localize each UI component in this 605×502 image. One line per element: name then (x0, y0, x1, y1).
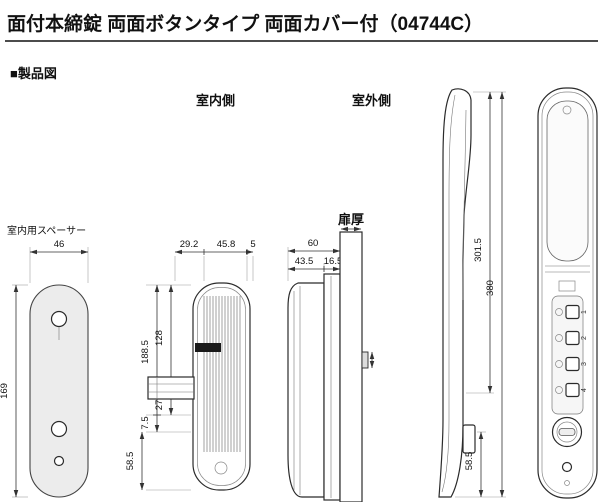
brand-label (195, 343, 221, 352)
dim-indoor-offset-height: 7.5 (140, 416, 151, 429)
indoor-front-view: 29.2 45.8 5 128 27.5 188.5 7.5 58.5 (125, 239, 256, 491)
section-label: ■製品図 (10, 66, 57, 81)
outdoor-side-heading: 室外側 (352, 93, 391, 108)
button-number: 1 (581, 310, 588, 314)
dim-indoor-bolt-height: 27.5 (154, 392, 165, 411)
keypad-button (565, 356, 580, 372)
mounting-plate-profile (323, 273, 341, 501)
deadbolt-body (147, 376, 195, 400)
keypad-button-row-4: 4 (555, 382, 588, 398)
button-number: 3 (581, 362, 588, 366)
keypad-button (565, 304, 580, 320)
spacer-body (29, 284, 89, 498)
keypad-button (565, 382, 580, 398)
keypad-button-row-1: 1 (555, 304, 588, 320)
button-number: 2 (581, 336, 588, 340)
keypad-button-row-3: 3 (555, 356, 588, 372)
door-cross-section: 60 43.5 16.5 扉厚 6.6 (287, 212, 375, 502)
outdoor-top-screw (562, 105, 572, 115)
outdoor-bottom-hole (561, 461, 573, 473)
dim-outdoor-bottom-height: 58.5 (464, 452, 475, 471)
spacer-dimension-lines (12, 247, 89, 498)
outdoor-dimension-lines (455, 91, 506, 498)
spacer-label: 室内用スペーサー (7, 224, 86, 237)
dim-indoor-total-height: 188.5 (140, 340, 151, 364)
outdoor-cover-panel (546, 100, 589, 262)
indoor-side-heading: 室内側 (196, 93, 235, 108)
outdoor-bolt-housing (462, 424, 476, 454)
dim-depth-plate: 16.5 (324, 256, 343, 267)
dim-indoor-w3: 5 (250, 239, 255, 250)
section-dimension-lines (287, 226, 375, 369)
dim-spacer-width: 46 (54, 239, 65, 250)
button-number: 4 (581, 388, 588, 392)
cover-latch (558, 280, 576, 292)
keypad-button-row-2: 2 (555, 330, 588, 346)
button-led (555, 386, 563, 394)
indoor-thumbturn-hole (214, 461, 228, 475)
spacer-bottom-hole (50, 420, 68, 438)
dim-indoor-bottom-height: 58.5 (125, 452, 136, 471)
outdoor-front-view: 1 2 3 4 (537, 87, 598, 499)
outdoor-profile-outline (438, 88, 472, 498)
button-led (555, 360, 563, 368)
strike-block (361, 351, 369, 369)
indoor-unit-profile (287, 282, 325, 498)
keypad-button (565, 330, 580, 346)
door-thickness-label: 扉厚 (338, 212, 364, 227)
dim-indoor-w1: 29.2 (180, 239, 199, 250)
dim-depth-total: 60 (308, 238, 319, 249)
dim-spacer-height: 169 (0, 383, 10, 399)
deadbolt (147, 376, 195, 400)
outdoor-profile-contour (441, 94, 456, 493)
indoor-ribbed-texture (203, 296, 241, 452)
dim-outdoor-cover-height: 301.5 (473, 238, 484, 262)
thumbturn-knob (558, 428, 576, 436)
outdoor-bottom-screw (564, 480, 570, 486)
page-title: 面付本締錠 両面ボタンタイプ 両面カバー付（04744C） (7, 12, 483, 35)
dim-indoor-w2: 45.8 (217, 239, 236, 250)
button-led (555, 308, 563, 316)
dim-indoor-body-height: 128 (154, 330, 165, 346)
spacer-top-hole (50, 310, 68, 328)
outdoor-profile-contour-2 (462, 109, 467, 301)
outdoor-side-profile: 301.5 380 58.5 (438, 88, 506, 498)
spacer-drawing: 室内用スペーサー 46 169 (0, 224, 89, 498)
spacer-screw-hole (53, 455, 65, 467)
door-slab (339, 231, 363, 502)
indoor-body (192, 282, 251, 491)
outdoor-body-inner-line (541, 91, 594, 495)
header: 面付本締錠 両面ボタンタイプ 両面カバー付（04744C） ■製品図 室内側 室… (5, 12, 598, 108)
thumbturn-inner (556, 421, 578, 443)
dim-depth-cover: 43.5 (295, 256, 314, 267)
button-led (555, 334, 563, 342)
indoor-body-inner-line (197, 287, 246, 486)
dim-outdoor-total-height: 380 (485, 280, 496, 296)
